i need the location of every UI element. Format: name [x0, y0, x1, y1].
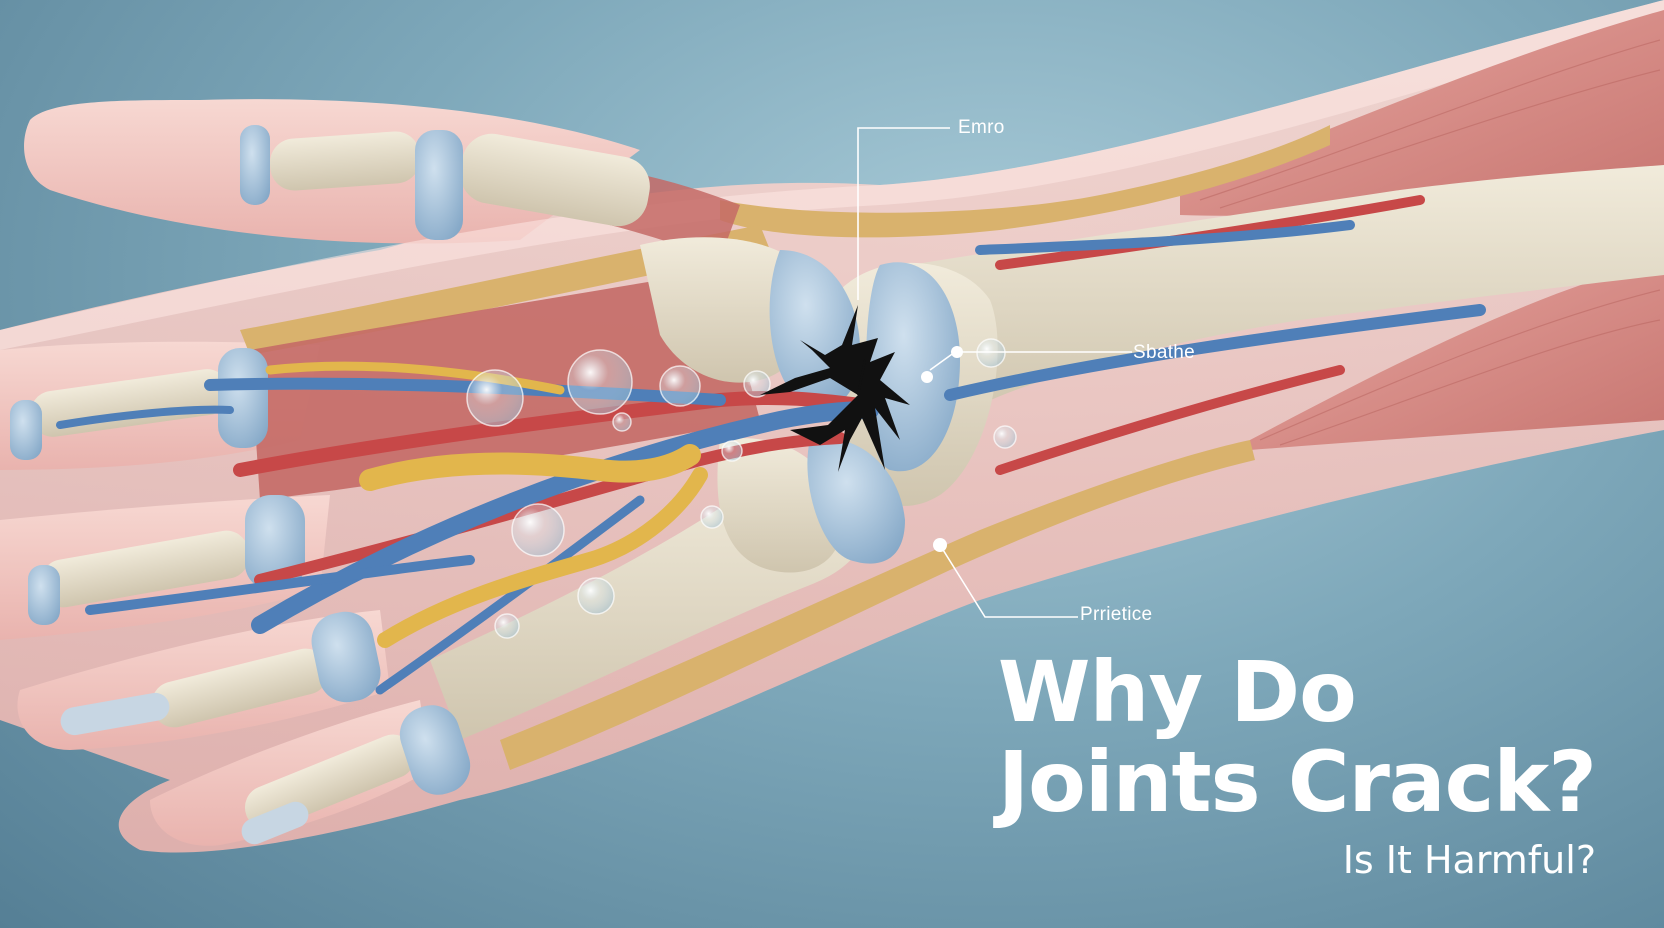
- label-top: Emro: [958, 117, 1005, 138]
- label-bottom: Prrietice: [1080, 604, 1153, 625]
- label-dots: [921, 346, 963, 552]
- subheadline: Is It Harmful?: [1342, 838, 1596, 882]
- vessels-and-nerves: [56, 195, 1486, 695]
- label-middle: Sbathe: [1133, 342, 1196, 363]
- headline-line-1: Why Do: [997, 643, 1357, 741]
- forearm-muscles: [1180, 10, 1664, 450]
- gas-bubbles: [466, 338, 1017, 639]
- phalanx-bones: [30, 131, 650, 845]
- joint-crack: [760, 305, 910, 472]
- cortical-bone-layers: [240, 125, 1330, 770]
- headline-line-2: Joints Crack?: [997, 733, 1597, 831]
- cartilage-caps: [10, 125, 960, 795]
- headline: Why Do Joints Crack?: [997, 643, 1597, 831]
